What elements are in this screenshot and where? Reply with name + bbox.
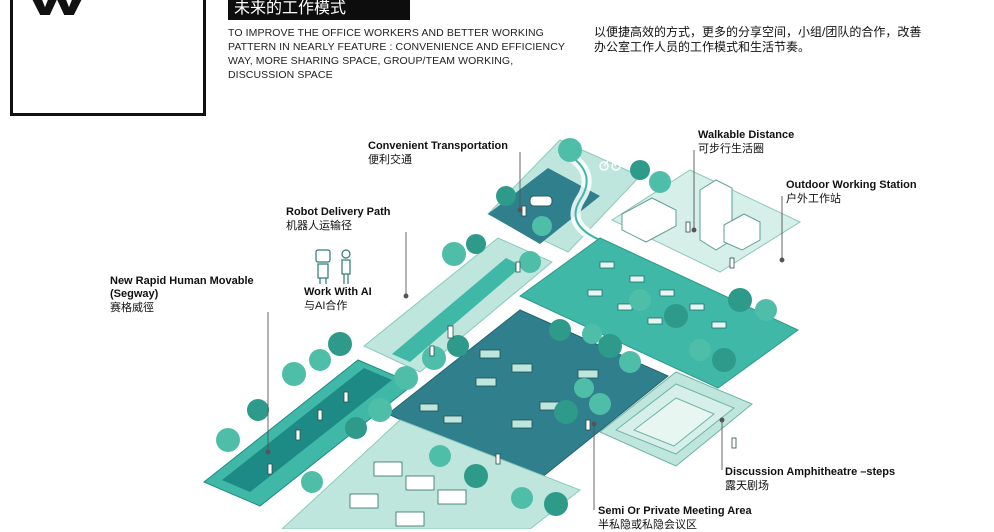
label-cn: 可步行生活圈	[698, 143, 764, 155]
description-line: 办公室工作人员的工作模式和生活节奏。	[594, 40, 811, 54]
label-outdoor-working-station: Outdoor Working Station 户外工作站	[786, 179, 917, 206]
label-en: Semi Or Private Meeting Area	[598, 505, 752, 517]
label-en: Discussion Amphitheatre –steps	[725, 466, 896, 478]
robot-lane	[392, 258, 522, 362]
label-cn: 与AI合作	[304, 300, 348, 312]
description-line: TO IMPROVE THE OFFICE WORKERS AND BETTER…	[228, 27, 544, 39]
label-en: Convenient Transportation	[368, 140, 508, 152]
label-en: Outdoor Working Station	[786, 179, 917, 191]
label-cn: 便利交通	[368, 154, 412, 166]
description-line: WAY, MORE SHARING SPACE, GROUP/TEAM WORK…	[228, 55, 514, 67]
page-title: 未来的工作模式	[228, 0, 410, 20]
robot-icon	[315, 249, 351, 284]
building-small	[621, 197, 677, 243]
leader-lines	[265, 150, 785, 510]
label-en: Robot Delivery Path	[286, 206, 391, 218]
label-meeting-area: Semi Or Private Meeting Area 半私隐或私隐会议区	[598, 505, 752, 532]
bike-path-edge	[559, 149, 601, 241]
label-en: Walkable Distance	[698, 129, 795, 141]
label-en: Work With AI	[304, 286, 372, 298]
segway-lane-inner	[222, 368, 392, 492]
description-line: 以便捷高效的方式，更多的分享空间，小组/团队的合作，改善	[594, 25, 922, 39]
english-description: TO IMPROVE THE OFFICE WORKERS AND BETTER…	[228, 26, 588, 82]
logo-frame	[10, 0, 206, 116]
label-cn: 半私隐或私隐会议区	[598, 519, 697, 531]
meeting-pods	[349, 461, 467, 527]
label-cn: 户外工作站	[786, 193, 841, 205]
building-low	[723, 213, 761, 251]
description-line: PATTERN IN NEARLY FEATURE : CONVENIENCE …	[228, 41, 565, 53]
description-line: DISCUSSION SPACE	[228, 69, 333, 81]
label-robot-delivery-path: Robot Delivery Path 机器人运输径	[286, 206, 391, 233]
label-en: New Rapid Human Movable	[110, 275, 254, 287]
car-icon	[529, 195, 553, 207]
label-walkable-distance: Walkable Distance 可步行生活圈	[698, 129, 794, 156]
trees	[216, 138, 777, 516]
people	[267, 205, 737, 475]
label-cn: 露天剧场	[725, 480, 769, 492]
label-discussion-amphitheatre: Discussion Amphitheatre –steps 露天剧场	[725, 466, 895, 493]
amphitheatre-step-2	[632, 397, 715, 447]
label-cn: 赛格威徑	[110, 302, 154, 314]
label-en: (Segway)	[110, 288, 159, 300]
label-work-with-ai: Work With AI 与AI合作	[304, 286, 372, 313]
cyclist-icon	[599, 149, 621, 171]
label-cn: 机器人运输径	[286, 220, 352, 232]
chinese-description: 以便捷高效的方式，更多的分享空间，小组/团队的合作，改善 办公室工作人员的工作模…	[594, 25, 954, 55]
label-convenient-transportation: Convenient Transportation 便利交通	[368, 140, 508, 167]
label-segway: New Rapid Human Movable (Segway) 赛格威徑	[110, 275, 254, 315]
outdoor-tables	[587, 261, 727, 329]
